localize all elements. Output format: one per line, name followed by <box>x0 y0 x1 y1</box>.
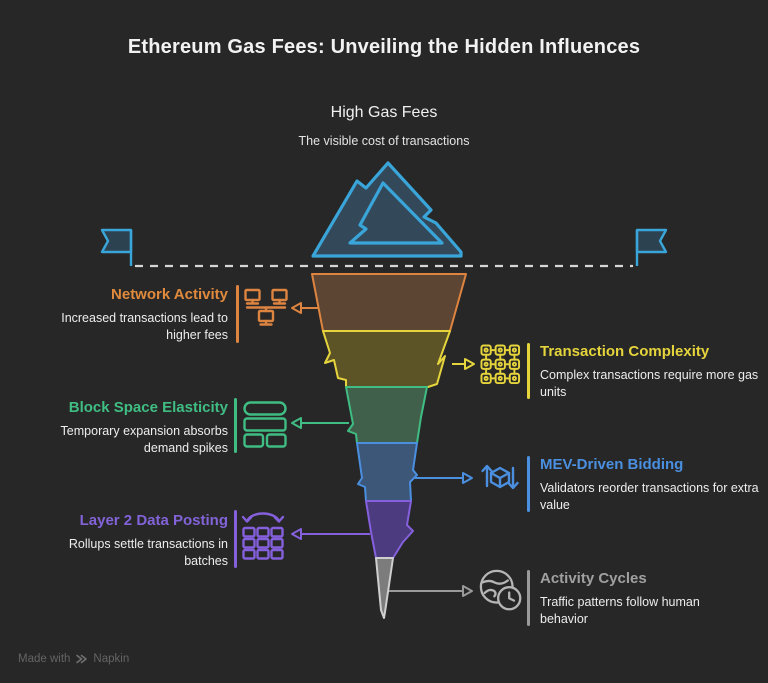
connector-arrows <box>291 302 475 597</box>
arrow-block-space-elasticity <box>291 417 349 429</box>
factor-title: Network Activity <box>111 286 228 303</box>
factor-description: Validators reorder transactions for extr… <box>540 480 759 512</box>
factor-description: Complex transactions require more gas un… <box>540 367 759 399</box>
cube-reorder-icon <box>481 464 519 490</box>
divider-transaction-complexity <box>527 343 530 399</box>
summit-title: High Gas Fees <box>330 104 438 121</box>
factor-description: Traffic patterns follow human behavior <box>540 594 700 626</box>
funnel-segment-network-activity <box>311 273 467 332</box>
page-title: Ethereum Gas Fees: Unveiling the Hidden … <box>127 36 641 58</box>
flag-left-icon <box>100 228 133 266</box>
factor-activity-cycles: Activity Cycles Traffic patterns follow … <box>540 569 740 628</box>
factor-description: Increased transactions lead to higher fe… <box>61 310 228 342</box>
funnel-segment-block-space-elasticity <box>345 386 428 444</box>
block-space-elasticity-icon-box <box>243 400 287 448</box>
factor-mev-driven-bidding: MEV-Driven Bidding Validators reorder tr… <box>540 455 768 514</box>
divider-block-space-elasticity <box>234 398 237 453</box>
factor-transaction-complexity: Transaction Complexity Complex transacti… <box>540 342 760 401</box>
iceberg-funnel <box>311 273 467 619</box>
mountain-icon <box>311 161 463 258</box>
factor-title: Activity Cycles <box>540 570 647 587</box>
batch-columns-icon <box>241 512 285 560</box>
block-rows-icon <box>243 400 287 448</box>
activity-cycles-icon-box <box>477 567 527 617</box>
watermark-brand: Napkin <box>93 653 130 665</box>
divider-network-activity <box>236 285 239 343</box>
funnel-segment-mev-driven-bidding <box>356 442 418 502</box>
funnel-segment-layer-2-data-posting <box>365 500 414 559</box>
factor-network-activity: Network Activity Increased transactions … <box>38 285 228 344</box>
factor-block-space-elasticity: Block Space Elasticity Temporary expansi… <box>43 398 228 457</box>
divider-layer-2-data-posting <box>234 510 237 568</box>
factor-title: Layer 2 Data Posting <box>79 512 228 529</box>
network-activity-icon-box <box>243 287 289 331</box>
network-monitors-icon <box>244 288 288 326</box>
grid-circuit-icon <box>479 343 520 384</box>
napkin-watermark[interactable]: Made with Napkin <box>18 653 129 665</box>
divider-activity-cycles <box>527 570 530 626</box>
flag-right-icon <box>635 228 668 266</box>
summit-subtitle: The visible cost of transactions <box>298 134 470 148</box>
factor-title: MEV-Driven Bidding <box>540 456 684 473</box>
napkin-logo-icon <box>76 654 88 664</box>
divider-mev-driven-bidding <box>527 456 530 512</box>
arrow-network-activity <box>291 302 318 314</box>
factor-description: Temporary expansion absorbs demand spike… <box>60 423 228 455</box>
factor-layer-2-data-posting: Layer 2 Data Posting Rollups settle tran… <box>43 511 228 570</box>
arrow-layer-2-data-posting <box>291 528 370 540</box>
watermark-prefix: Made with <box>18 653 71 665</box>
mev-driven-bidding-icon-box <box>476 453 524 501</box>
transaction-complexity-icon-box <box>479 343 521 385</box>
globe-clock-icon <box>479 569 522 611</box>
arrow-activity-cycles <box>389 585 473 597</box>
funnel-segment-activity-cycles <box>375 557 394 619</box>
arrow-mev-driven-bidding <box>415 472 473 484</box>
funnel-segment-transaction-complexity <box>322 330 451 388</box>
layer-2-data-posting-icon-box <box>240 508 286 562</box>
factor-title: Transaction Complexity <box>540 343 710 360</box>
factor-description: Rollups settle transactions in batches <box>68 536 228 568</box>
arrow-transaction-complexity <box>452 358 475 370</box>
factor-title: Block Space Elasticity <box>68 399 228 416</box>
